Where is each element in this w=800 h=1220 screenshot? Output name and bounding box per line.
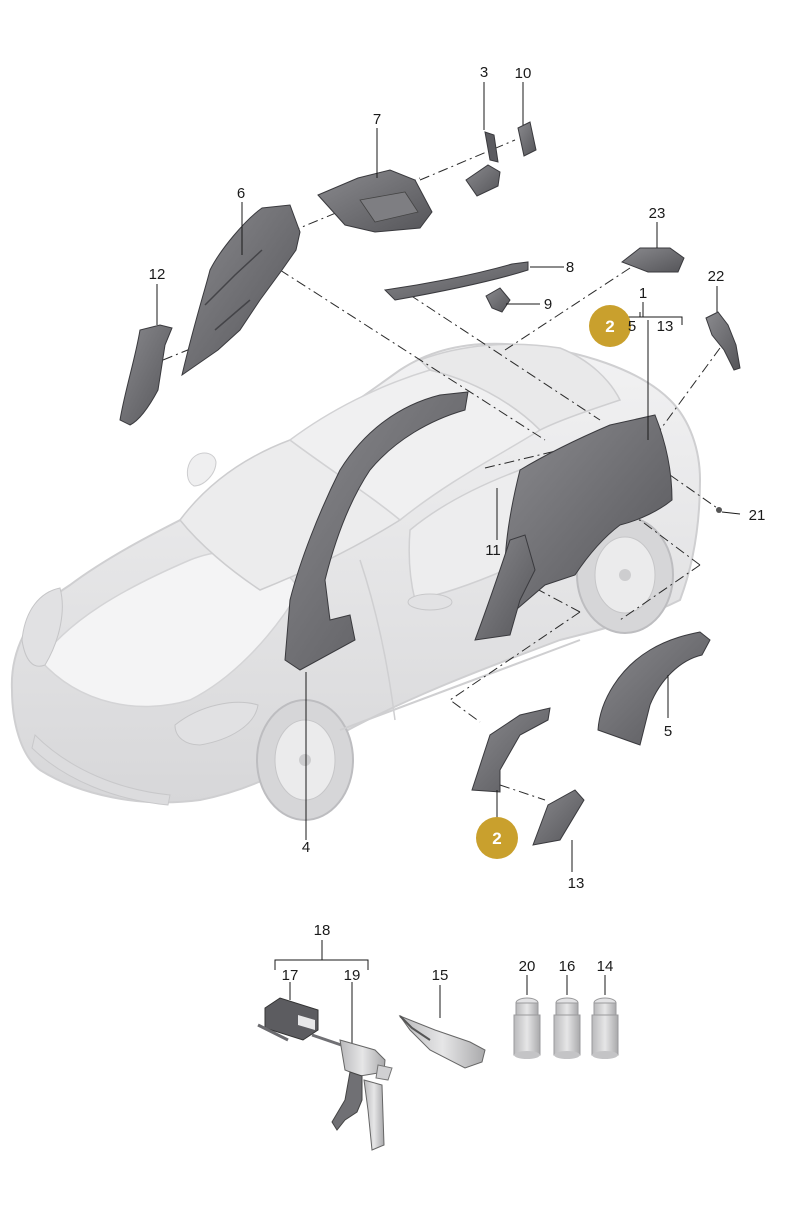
part-19-dispensing-gun[interactable] bbox=[311, 1033, 393, 1151]
label-4: 4 bbox=[302, 839, 310, 856]
part-13-lower-bracket[interactable] bbox=[532, 789, 585, 846]
car-sill-line bbox=[339, 639, 581, 731]
badge-2-top[interactable]: 2 bbox=[589, 305, 631, 347]
part-23-bracket[interactable] bbox=[620, 247, 685, 273]
solid-leaders bbox=[156, 82, 718, 1045]
part-4-a-pillar[interactable] bbox=[284, 391, 469, 671]
label-23: 23 bbox=[649, 205, 666, 222]
label-12: 12 bbox=[149, 266, 166, 283]
label-8: 8 bbox=[566, 259, 574, 276]
car-door-handle bbox=[407, 593, 453, 611]
part-16-can[interactable] bbox=[553, 997, 581, 1059]
label-17: 17 bbox=[282, 967, 299, 984]
part-3-bracket-arm bbox=[484, 131, 499, 163]
label-7: 7 bbox=[373, 111, 381, 128]
part-21-screw[interactable] bbox=[716, 507, 741, 515]
label-5-top: 5 bbox=[628, 318, 636, 335]
part-b-pillar[interactable] bbox=[474, 534, 536, 641]
label-5: 5 bbox=[664, 723, 672, 740]
part-15-tube[interactable] bbox=[398, 1014, 486, 1069]
part-5-wheel-arch[interactable] bbox=[597, 631, 711, 746]
label-13-top: 13 bbox=[657, 318, 674, 335]
svg-text:2: 2 bbox=[492, 829, 501, 848]
car-headlight-right bbox=[174, 701, 259, 746]
label-20: 20 bbox=[519, 958, 536, 975]
label-13: 13 bbox=[568, 875, 585, 892]
part-7-detail bbox=[359, 191, 419, 223]
car-headlight-left bbox=[21, 587, 63, 667]
label-3: 3 bbox=[480, 64, 488, 81]
car-body bbox=[10, 342, 702, 821]
label-10: 10 bbox=[515, 65, 532, 82]
part-20-can[interactable] bbox=[513, 997, 541, 1059]
badge-2-bottom[interactable]: 2 bbox=[476, 817, 518, 859]
label-11: 11 bbox=[485, 542, 501, 559]
part-10-plate[interactable] bbox=[517, 121, 537, 157]
part-12-pillar[interactable] bbox=[119, 324, 173, 426]
label-16: 16 bbox=[559, 958, 576, 975]
label-21: 21 bbox=[749, 507, 766, 524]
car-wheel-front bbox=[256, 699, 354, 821]
part-6-side-panel[interactable] bbox=[181, 204, 301, 377]
part-3-bracket[interactable] bbox=[465, 164, 501, 197]
label-14: 14 bbox=[597, 958, 614, 975]
part-14-can[interactable] bbox=[591, 997, 619, 1059]
part-17-cartridge[interactable] bbox=[257, 997, 319, 1042]
part-22-bracket[interactable] bbox=[705, 311, 741, 371]
part-9-clip[interactable] bbox=[485, 287, 511, 313]
car-mirror bbox=[186, 452, 217, 487]
dashed-leaders bbox=[162, 139, 721, 801]
part-labels: 3 10 7 6 23 12 22 8 1 9 5 13 21 11 5 4 1… bbox=[149, 64, 766, 984]
car-rear-window bbox=[418, 343, 622, 431]
label-9: 9 bbox=[544, 296, 552, 313]
label-22: 22 bbox=[708, 268, 725, 285]
car-door-line bbox=[359, 559, 396, 721]
car-front-intake bbox=[31, 734, 171, 806]
part-2-lower-bracket-a[interactable] bbox=[471, 707, 551, 793]
part-6-detail bbox=[204, 249, 263, 331]
label-19: 19 bbox=[344, 967, 361, 984]
label-18: 18 bbox=[314, 922, 331, 939]
label-6: 6 bbox=[237, 185, 245, 202]
label-1: 1 bbox=[639, 285, 647, 302]
label-15: 15 bbox=[432, 967, 449, 984]
part-8-strip[interactable] bbox=[383, 261, 529, 301]
svg-text:2: 2 bbox=[605, 317, 614, 336]
